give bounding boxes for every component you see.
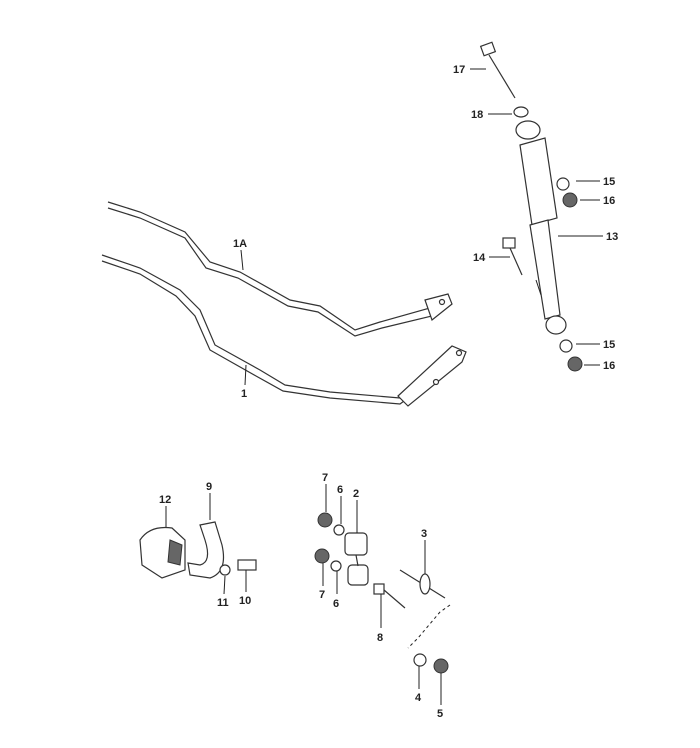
bracket-9 (187, 521, 225, 579)
leader-lines (165, 68, 603, 705)
label-16: 16 (603, 195, 615, 207)
label-8: 8 (377, 632, 383, 644)
label-10: 10 (239, 595, 251, 607)
stabilizer-bar-1 (101, 254, 467, 407)
label-3: 3 (421, 528, 427, 540)
link-2 (314, 512, 369, 586)
bushing-12 (139, 526, 186, 579)
bolt-17 (479, 41, 516, 99)
label-14: 14 (473, 252, 486, 264)
label-13: 13 (606, 231, 618, 243)
label-7: 7 (322, 472, 328, 484)
bolt-washer-10-11 (219, 559, 257, 576)
label-17: 17 (453, 64, 465, 76)
label-15: 15 (603, 176, 615, 188)
label-2: 2 (353, 488, 359, 500)
label-16b: 16 (603, 360, 615, 372)
label-15b: 15 (603, 339, 615, 351)
bolt-14 (502, 237, 523, 276)
stabilizer-bar-1a (107, 201, 453, 337)
label-11: 11 (217, 597, 229, 609)
part-labels: 17 18 15 16 13 14 15 16 1A 1 12 9 7 6 2 … (159, 64, 618, 720)
bolt-8 (373, 583, 451, 649)
label-6: 6 (337, 484, 343, 496)
label-4: 4 (415, 692, 422, 704)
stud-3 (399, 569, 446, 599)
label-1: 1 (241, 388, 247, 400)
shock-absorber (515, 120, 567, 335)
label-1a: 1A (233, 238, 247, 250)
label-9: 9 (206, 481, 212, 493)
label-12: 12 (159, 494, 171, 506)
washer-18 (513, 106, 529, 118)
label-6b: 6 (333, 598, 339, 610)
nuts-15-16 (556, 177, 583, 372)
label-5: 5 (437, 708, 443, 720)
label-7b: 7 (319, 589, 325, 601)
label-18: 18 (471, 109, 483, 121)
nuts-4-5 (413, 653, 449, 674)
